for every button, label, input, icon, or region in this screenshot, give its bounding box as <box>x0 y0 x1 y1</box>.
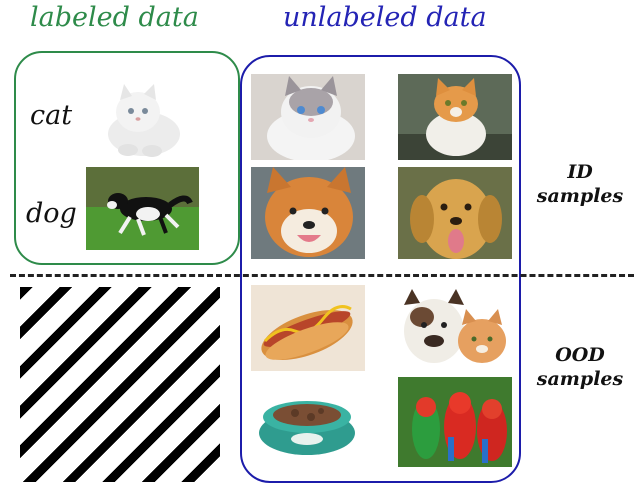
labeled-data-box <box>14 51 240 265</box>
labeled-data-heading: labeled data <box>30 2 199 33</box>
shiba-inu-dog-image <box>251 167 365 259</box>
ood-samples-line2: samples <box>536 368 624 390</box>
ood-samples-line1: OOD <box>555 344 605 366</box>
ragdoll-cat-image <box>251 74 365 160</box>
unlabeled-data-heading: unlabeled data <box>283 2 487 33</box>
white-persian-cat-image <box>94 76 190 160</box>
orange-tabby-cat-image <box>398 74 512 160</box>
border-collie-image <box>86 167 199 250</box>
id-ood-divider <box>10 274 634 277</box>
ood-samples-label: OOD samples <box>525 343 635 391</box>
id-samples-line2: samples <box>536 185 624 207</box>
hot-dog-image <box>251 285 365 371</box>
cat-food-bowl-image <box>251 377 365 467</box>
macaw-parrots-image <box>398 377 512 467</box>
unlabeled-data-box <box>240 55 521 483</box>
bulldog-and-cat-image <box>398 285 512 371</box>
id-samples-label: ID samples <box>525 160 635 208</box>
cat-label: cat <box>30 100 73 131</box>
id-samples-line1: ID <box>567 161 593 183</box>
dog-label: dog <box>26 198 77 229</box>
no-labeled-ood-hatch <box>20 287 220 482</box>
golden-retriever-image <box>398 167 512 259</box>
